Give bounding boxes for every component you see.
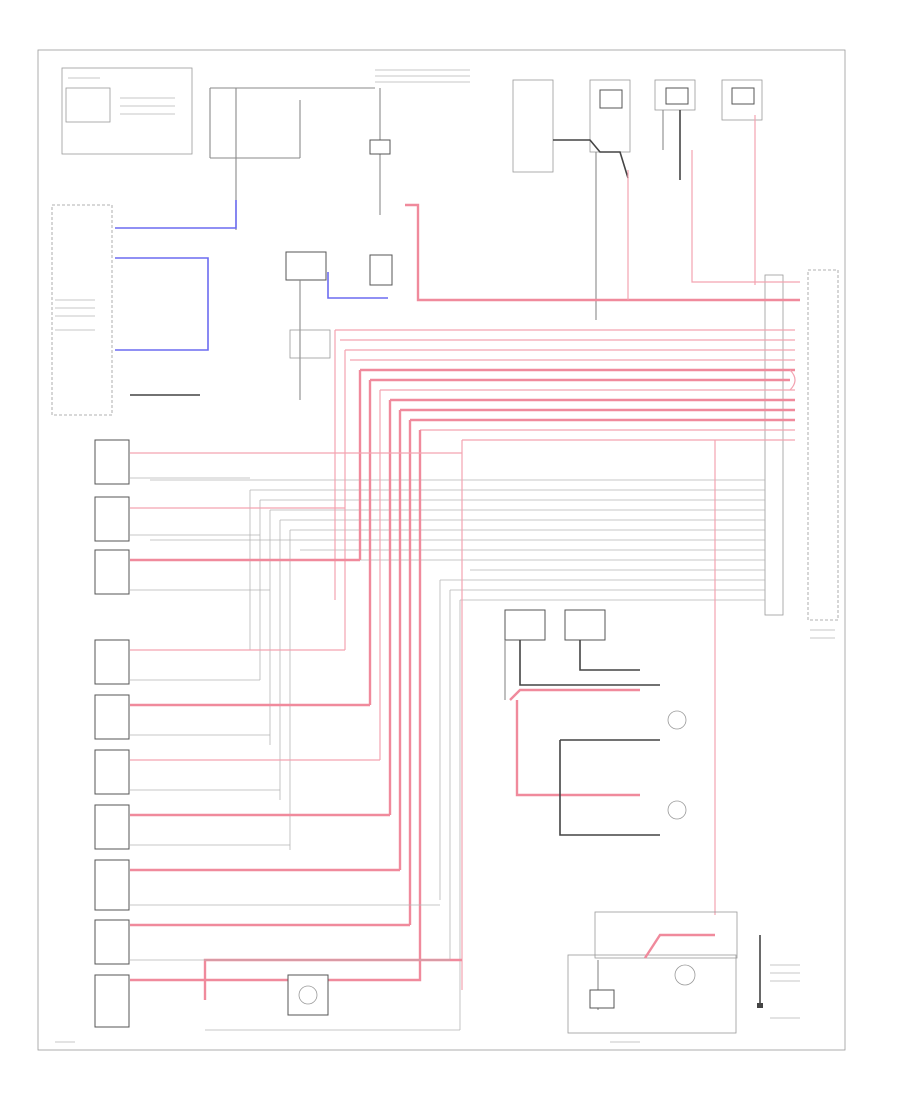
top-right-connectors — [512, 79, 763, 320]
pink-verticals — [334, 330, 463, 990]
fuse-box-top-left — [61, 67, 193, 155]
switch-icon — [94, 639, 130, 685]
pink-switch-feeds — [130, 452, 462, 1000]
switch-icon — [94, 859, 130, 911]
label-marks — [55, 69, 835, 1043]
left-module-box — [51, 204, 113, 416]
switch-icon — [94, 974, 130, 1028]
mid-right-sensors — [504, 440, 716, 915]
lamp-icon — [674, 964, 696, 986]
sensor-icon — [564, 609, 606, 641]
pink-drop-right-2 — [691, 150, 800, 283]
pink-harness-top — [405, 203, 800, 302]
fuse-detail-box — [65, 87, 111, 123]
switch-icon — [94, 749, 130, 795]
switch-icon — [94, 694, 130, 740]
motor-icon — [287, 974, 329, 1016]
left-switches — [94, 439, 130, 1028]
relay-block — [285, 251, 393, 400]
switch-icon — [94, 549, 130, 595]
switch-icon — [94, 919, 130, 965]
diagram-frame — [37, 49, 846, 1051]
ground-icon — [757, 1003, 763, 1008]
blue-wire-upper — [115, 200, 237, 229]
sensor-icon — [667, 710, 687, 730]
blue-wire-relay — [327, 272, 388, 299]
pink-fan-harness — [335, 329, 796, 441]
switch-icon — [94, 439, 130, 485]
blue-wire-middle — [115, 257, 209, 351]
sensor-icon — [504, 609, 546, 641]
switch-icon — [94, 496, 130, 542]
top-junction — [209, 87, 391, 230]
switch-icon — [94, 804, 130, 850]
gray-harness-lower — [150, 479, 765, 1030]
seat-motor — [287, 974, 329, 1016]
sensor-icon — [667, 800, 687, 820]
switch-returns — [130, 477, 460, 1031]
bottom-right-module — [567, 911, 763, 1034]
right-connector — [764, 269, 839, 621]
